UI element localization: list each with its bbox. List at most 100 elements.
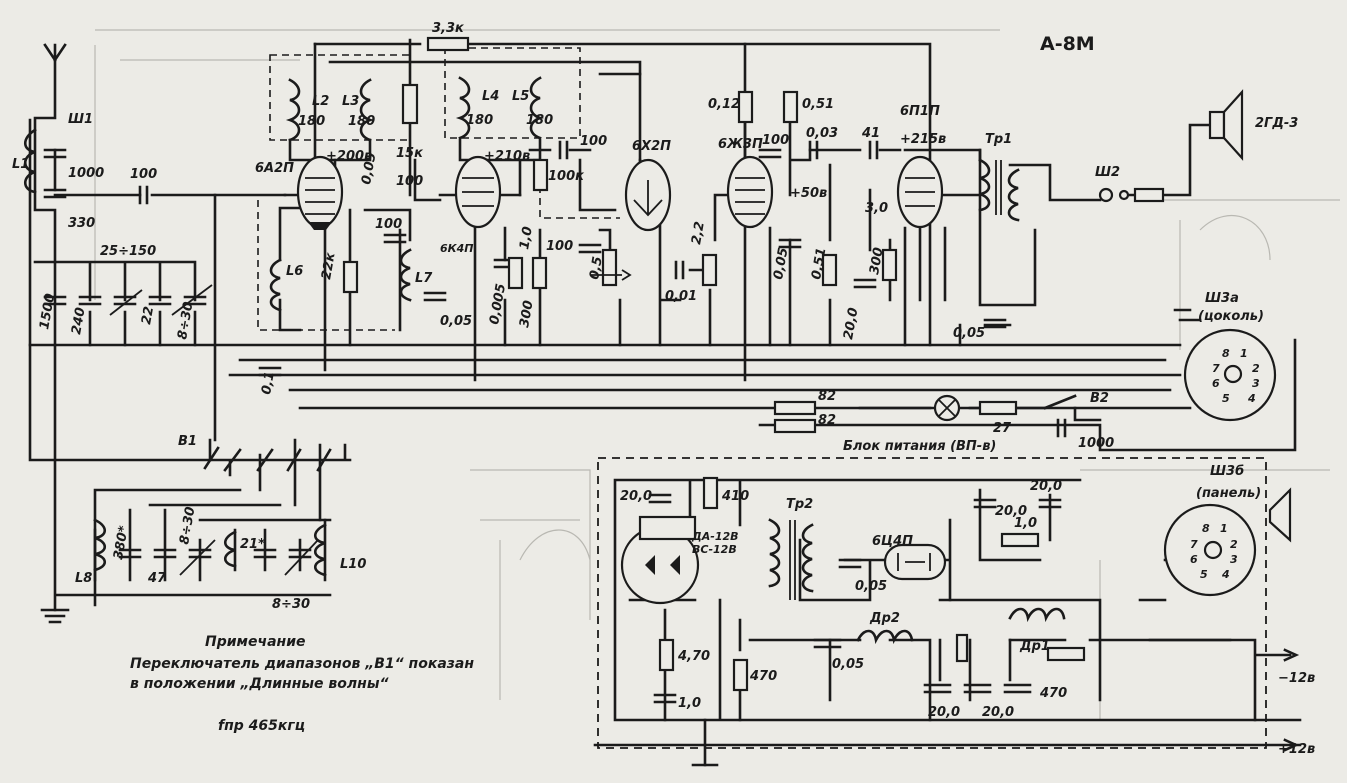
value-label: 4,70 [677,649,710,664]
coil-L3-label: L3 [342,94,359,109]
value-label: 41 [861,126,880,141]
value-label: 0,5 [587,255,606,280]
transformer-Tr1 [978,158,1020,222]
transformer-Tr1-label: Тр1 [985,132,1012,147]
speaker-label: 2ГД-3 [1255,116,1298,131]
tube-6P1P-label: 6П1П [900,104,940,119]
tube-6C4P [883,543,947,581]
coil-L3-cap: 180 [348,114,375,129]
socket-a-pin: 8 [1222,347,1230,360]
value-label: 0,05 [953,326,985,341]
value-label: 20,0 [928,705,960,720]
socket-a-icon [1183,328,1277,422]
value-label: 100 [546,239,573,254]
value-label: 20,0 [995,504,1027,519]
choke-Dr1 [1008,607,1066,623]
value-label: 3,3к [432,21,465,36]
socket-a-pin: 4 [1247,392,1256,405]
power-block-label: Блок питания (ВП-в) [843,439,996,454]
value-label: 100 [396,174,423,189]
value-label: 100 [375,217,402,232]
tube-6K4P-voltage: +210в [484,149,530,164]
value-label: 1,0 [678,696,701,711]
value-label: 27 [993,421,1012,436]
note-line-1: Переключатель диапазонов „В1“ показан [130,656,474,672]
socket-b-pin: 1 [1220,522,1228,535]
wiring [28,38,1302,767]
coil-L5-cap: 180 [526,113,553,128]
note-freq: fпр 465кгц [218,718,305,734]
bridge-label-2: ВС-12В [692,543,737,556]
ground-icon [40,608,70,624]
value-label: +12в [1278,742,1315,757]
coil-L6-label: L6 [286,264,303,279]
value-label: 1000 [68,166,104,181]
switch-V2-label: В2 [1090,391,1109,406]
diagram-title: А-8М [1040,33,1095,55]
value-label: 15к [396,146,424,161]
value-label: 25÷150 [100,244,156,259]
bridge-label-1: ДА-12В [691,530,739,543]
coil-L10-label: L10 [340,557,366,572]
value-label: 3,0 [865,201,888,216]
coil-L7-label: L7 [415,271,433,286]
socket-b-label: Ш3б [1210,464,1244,479]
capacitors [43,140,1067,704]
transformer-Tr2 [768,518,814,600]
coil-L5 [529,76,545,140]
coil-L4 [455,76,471,140]
value-label: 330 [68,216,95,231]
value-label: 20,0 [841,306,861,340]
coil-L6 [269,258,282,312]
antenna-jack-label: Ш1 [68,112,93,127]
socket-b-pin: 7 [1190,538,1198,551]
value-label: 2,2 [689,220,708,245]
value-label: 0,12 [708,97,740,112]
tube-6Zh3P-voltage: +50в [790,186,827,201]
value-label: 0,05 [855,579,887,594]
coil-L10 [313,523,327,577]
value-label: 82 [818,413,836,428]
value-label: 47 [147,571,167,586]
value-label: 8÷30 [177,506,198,546]
tube-6Zh3P [726,155,774,229]
value-label: 470 [1039,686,1067,701]
socket-a-pin: 5 [1222,392,1230,405]
value-label: 82 [818,389,836,404]
socket-a-label: Ш3а [1205,291,1239,306]
rectifier-bridge [620,515,700,605]
socket-b-pin: 6 [1190,553,1198,566]
value-label: 0,05 [359,151,379,185]
coil-21 [223,530,237,568]
value-label: 0,1 [259,370,278,395]
tube-6K4P [454,155,502,229]
value-label: 100 [580,134,607,149]
socket-b-pins: 8 1 7 2 6 3 5 4 [1190,522,1238,581]
value-label: 240 [69,306,88,335]
value-label: 300 [517,299,536,328]
choke-Dr2-label: Др2 [869,611,900,626]
speaker-jack-label: Ш2 [1095,165,1120,180]
component-value-labels: 1000 330 100 25÷150 1500 240 22 8÷30 3,3… [37,21,1315,757]
value-label: 100 [130,167,157,182]
value-label: 1500 [37,292,58,330]
coil-L2-cap: 180 [298,114,325,129]
coil-L7 [399,248,412,302]
value-label: 0,05 [832,657,864,672]
switch-V2-icon [1043,394,1077,410]
socket-b-pin: 5 [1200,568,1208,581]
tube-6C4P-label: 6Ц4П [872,534,913,549]
value-label: 0,05 [440,314,472,329]
note-block: Примечание Переключатель диапазонов „В1“… [130,634,474,734]
value-label: −12в [1278,671,1315,686]
value-label: 0,05 [771,246,791,280]
value-label: 1000 [1078,436,1114,451]
value-label: 300 [867,246,886,275]
transformer-Tr2-label: Тр2 [786,497,813,512]
choke-Dr1-label: Др1 [1019,639,1050,654]
resistors [342,36,1165,692]
value-label: 100 [762,133,789,148]
tube-6X2P [624,158,672,232]
value-label: 380* [111,524,132,560]
choke-Dr2 [856,629,914,645]
